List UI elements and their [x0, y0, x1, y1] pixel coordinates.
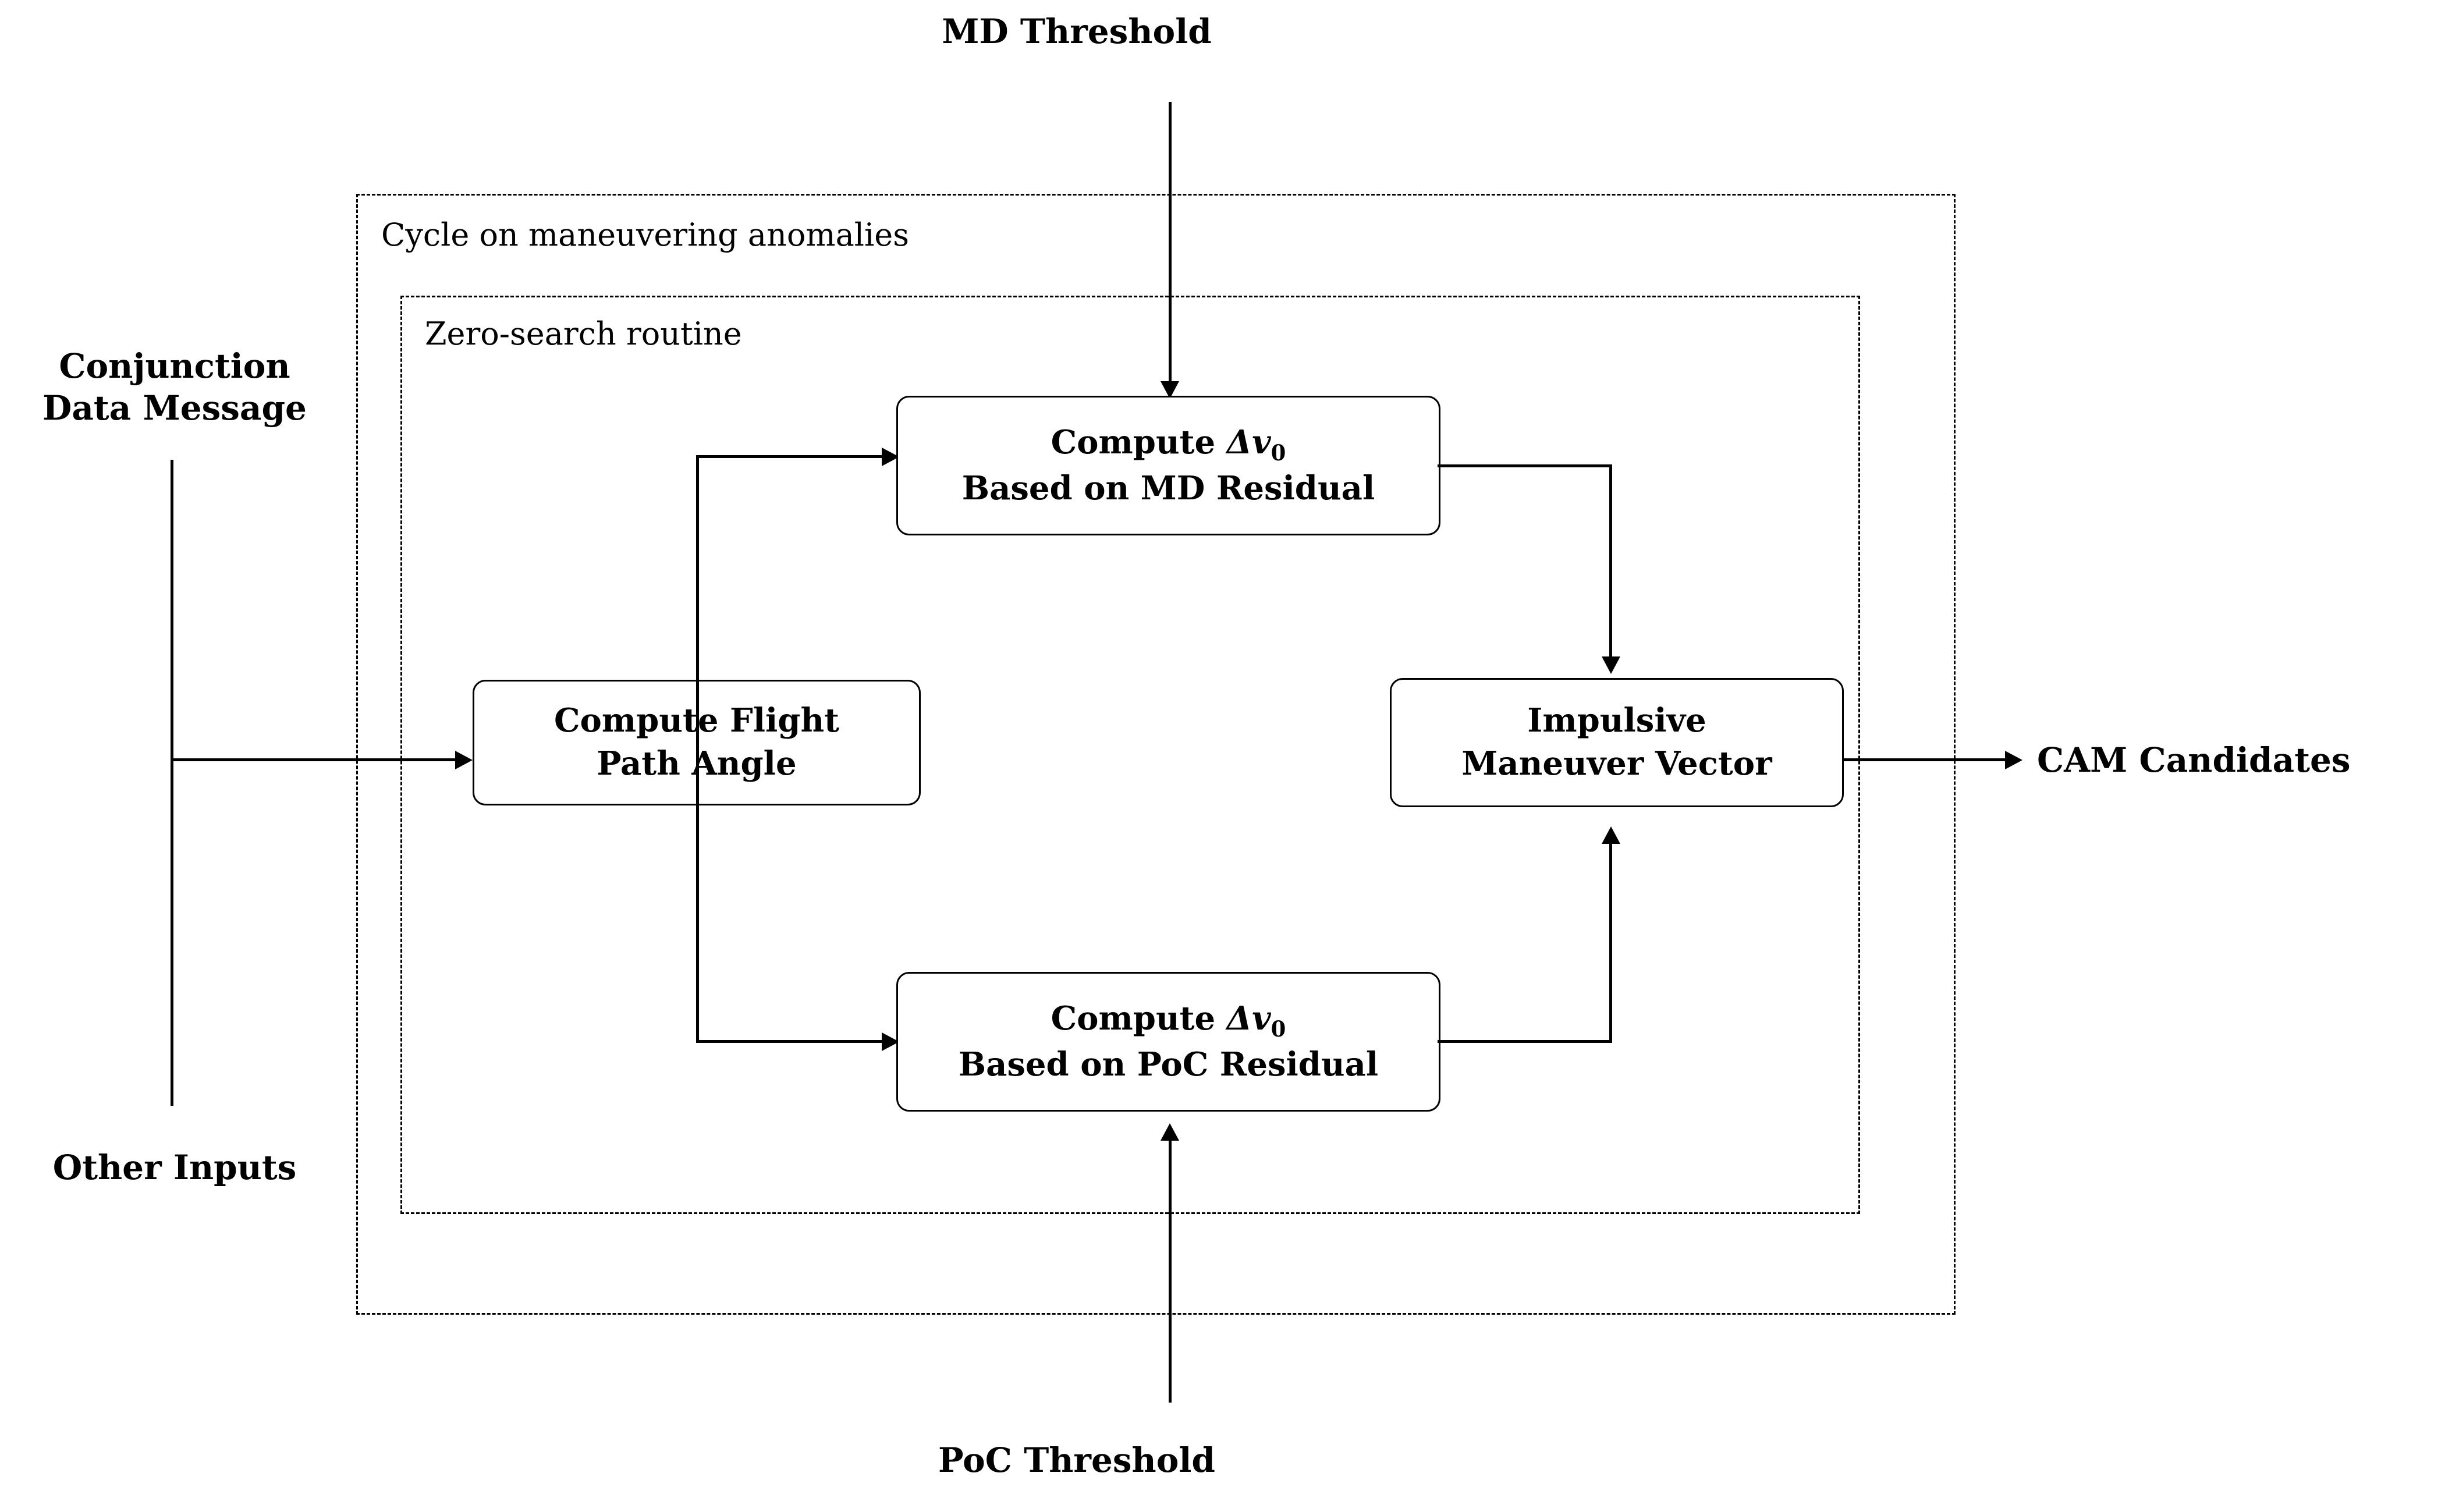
connector-fpa-to-poc-box: [696, 1040, 888, 1043]
connector-md-threshold-to-md-box: [1169, 102, 1172, 387]
connector-md-box-out-horizontal: [1438, 464, 1612, 467]
connector-poc-threshold-to-poc-box: [1169, 1141, 1172, 1403]
box-compute-dv0-md-residual-symbol: Δv: [1226, 423, 1271, 462]
box-compute-dv0-md-residual-prefix: Compute: [1051, 423, 1227, 462]
box-compute-flight-path-angle[interactable]: Compute Flight Path Angle: [473, 680, 921, 805]
connector-poc-box-out-horizontal: [1438, 1040, 1612, 1043]
box-impulsive-maneuver-vector-line1: Impulsive: [1527, 701, 1706, 740]
arrowhead-md-to-impulsive: [1602, 656, 1620, 674]
box-compute-dv0-poc-residual-prefix: Compute: [1051, 999, 1227, 1038]
box-compute-dv0-poc-residual-line2: Based on PoC Residual: [958, 1045, 1379, 1084]
connector-inputs-to-flight-path-angle: [171, 758, 462, 761]
arrowhead-poc-to-impulsive: [1602, 826, 1620, 844]
label-cam-candidates: CAM Candidates: [2037, 740, 2351, 780]
container-zero-search-routine: [400, 296, 1860, 1214]
connector-md-box-out-vertical: [1609, 464, 1612, 662]
box-compute-dv0-poc-residual[interactable]: Compute Δv0 Based on PoC Residual: [896, 972, 1440, 1112]
label-conjunction-data-message-line1: Conjunction: [59, 346, 290, 386]
connector-impulsive-to-cam-candidates: [1842, 758, 2011, 761]
box-compute-dv0-md-residual-line2: Based on MD Residual: [961, 468, 1375, 507]
label-poc-threshold: PoC Threshold: [938, 1440, 1215, 1480]
arrowhead-inputs-right: [455, 751, 473, 769]
box-compute-dv0-poc-residual-symbol: Δv: [1226, 999, 1271, 1038]
arrowhead-cam-candidates: [2005, 751, 2022, 769]
connector-input-bus-vertical: [171, 460, 173, 1106]
label-conjunction-data-message-line2: Data Message: [42, 388, 307, 428]
connector-poc-box-out-vertical: [1609, 844, 1612, 1042]
label-md-threshold: MD Threshold: [942, 12, 1212, 51]
label-other-inputs: Other Inputs: [52, 1148, 297, 1187]
box-impulsive-maneuver-vector[interactable]: Impulsive Maneuver Vector: [1390, 678, 1844, 807]
caption-zero-search-routine: Zero-search routine: [425, 315, 742, 352]
container-cycle-on-maneuvering-anomalies: [356, 194, 1956, 1315]
box-compute-dv0-md-residual-line1: Compute Δv0: [962, 421, 1375, 467]
box-compute-dv0-poc-residual-line1: Compute Δv0: [959, 998, 1378, 1044]
box-compute-dv0-md-residual-subscript: 0: [1271, 439, 1286, 466]
connector-fpa-branch-vertical: [696, 455, 699, 1043]
arrowhead-poc-threshold-up: [1161, 1123, 1179, 1141]
box-compute-dv0-md-residual[interactable]: Compute Δv0 Based on MD Residual: [896, 396, 1440, 535]
connector-fpa-to-md-box: [696, 455, 888, 458]
caption-cycle-on-maneuvering-anomalies: Cycle on maneuvering anomalies: [381, 216, 909, 253]
box-impulsive-maneuver-vector-line2: Maneuver Vector: [1461, 744, 1772, 783]
box-compute-dv0-poc-residual-subscript: 0: [1271, 1016, 1286, 1042]
